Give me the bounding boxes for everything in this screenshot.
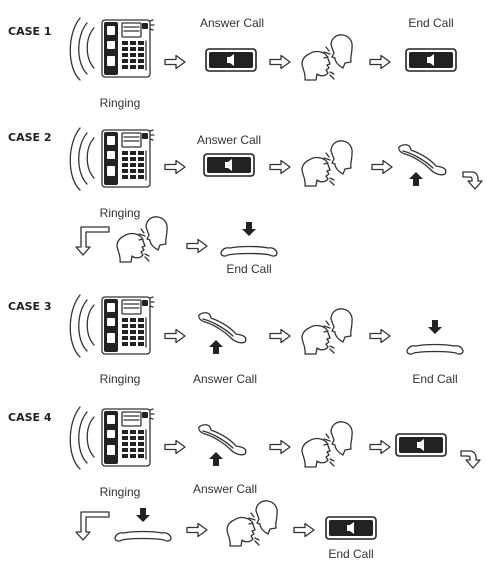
conversation-icon: [302, 422, 352, 467]
arrow-right-icon: [165, 56, 185, 69]
conversation-icon: [302, 309, 352, 354]
speaker-key-icon: [204, 154, 254, 176]
arrow-right-icon: [187, 240, 207, 253]
conversation-icon: [302, 141, 352, 186]
case-3-flow: [70, 295, 463, 357]
arrow-right-icon: [187, 524, 207, 537]
handset-place-icon: [221, 247, 277, 257]
arrow-right-icon: [372, 161, 392, 174]
arrow-right-icon: [270, 330, 290, 343]
up-arrow-icon: [209, 452, 223, 466]
continue-arrow-icon: [463, 172, 482, 189]
continue-start-arrow-icon: [76, 227, 109, 255]
handset-lift-icon: [399, 145, 446, 175]
case-1-flow: [70, 18, 456, 80]
speaker-key-icon: [406, 49, 456, 71]
arrow-right-icon: [370, 330, 390, 343]
case-2-flow: [70, 128, 482, 262]
arrow-right-icon: [370, 56, 390, 69]
speaker-key-icon: [396, 434, 446, 456]
down-arrow-icon: [428, 320, 442, 334]
down-arrow-icon: [242, 222, 256, 236]
handset-lift-icon: [199, 313, 246, 343]
arrow-right-icon: [165, 330, 185, 343]
case-4-flow: [70, 407, 480, 546]
continue-start-arrow-icon: [76, 512, 109, 540]
desk-phone-icon: [70, 128, 154, 190]
handset-place-icon: [407, 345, 463, 355]
continue-arrow-icon: [461, 451, 480, 468]
arrow-right-icon: [270, 161, 290, 174]
conversation-icon: [227, 501, 277, 546]
arrow-right-icon: [165, 441, 185, 454]
arrow-right-icon: [270, 56, 290, 69]
speaker-key-icon: [206, 49, 256, 71]
up-arrow-icon: [209, 340, 223, 354]
arrow-right-icon: [270, 441, 290, 454]
handset-place-icon: [115, 532, 171, 542]
handset-lift-icon: [199, 425, 246, 455]
arrow-right-icon: [165, 161, 185, 174]
up-arrow-icon: [409, 172, 423, 186]
conversation-icon: [117, 217, 167, 262]
speaker-key-icon: [326, 517, 376, 539]
desk-phone-icon: [70, 18, 154, 80]
arrow-right-icon: [294, 524, 314, 537]
conversation-icon: [302, 35, 352, 80]
down-arrow-icon: [136, 508, 150, 522]
arrow-right-icon: [370, 441, 390, 454]
desk-phone-icon: [70, 407, 154, 469]
desk-phone-icon: [70, 295, 154, 357]
